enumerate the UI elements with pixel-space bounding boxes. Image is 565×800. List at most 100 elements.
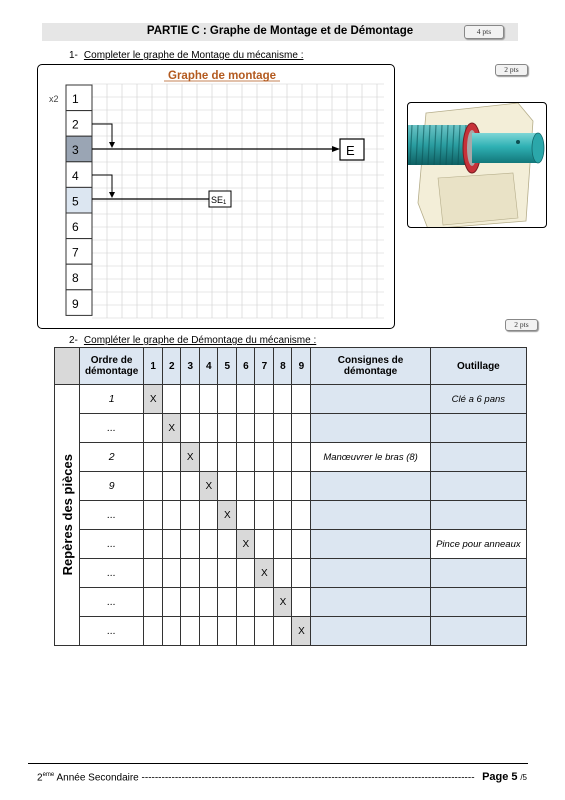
grid-cell[interactable] bbox=[180, 384, 201, 414]
grid-cell[interactable] bbox=[180, 558, 201, 588]
grid-cell[interactable] bbox=[217, 558, 238, 588]
grid-cell[interactable] bbox=[254, 384, 275, 414]
grid-cell[interactable] bbox=[199, 616, 219, 646]
outil-cell[interactable] bbox=[429, 587, 528, 617]
grid-cell[interactable] bbox=[236, 413, 256, 443]
grid-cell[interactable] bbox=[199, 529, 219, 559]
order-cell[interactable]: ... bbox=[79, 500, 145, 530]
grid-cell[interactable] bbox=[180, 500, 201, 530]
grid-cell[interactable] bbox=[236, 471, 256, 501]
grid-cell[interactable] bbox=[254, 500, 275, 530]
outil-cell[interactable] bbox=[429, 616, 528, 646]
grid-cell[interactable] bbox=[291, 587, 312, 617]
consigne-cell[interactable] bbox=[310, 558, 431, 588]
order-cell[interactable]: ... bbox=[79, 587, 145, 617]
outil-cell[interactable]: Clé a 6 pans bbox=[429, 384, 528, 414]
grid-cell[interactable] bbox=[273, 471, 293, 501]
grid-cell[interactable] bbox=[254, 413, 275, 443]
outil-cell[interactable] bbox=[429, 442, 528, 472]
grid-cell[interactable] bbox=[291, 471, 312, 501]
grid-cell[interactable] bbox=[217, 529, 238, 559]
grid-cell[interactable] bbox=[236, 442, 256, 472]
grid-cell[interactable] bbox=[199, 587, 219, 617]
order-cell[interactable]: ... bbox=[79, 529, 145, 559]
grid-cell[interactable] bbox=[162, 558, 182, 588]
consigne-cell[interactable] bbox=[310, 384, 431, 414]
grid-cell[interactable] bbox=[254, 442, 275, 472]
grid-cell[interactable] bbox=[162, 384, 182, 414]
grid-cell[interactable] bbox=[162, 471, 182, 501]
grid-cell[interactable] bbox=[273, 384, 293, 414]
grid-cell[interactable] bbox=[217, 587, 238, 617]
consigne-cell[interactable] bbox=[310, 500, 431, 530]
grid-cell[interactable] bbox=[199, 384, 219, 414]
grid-cell[interactable] bbox=[236, 500, 256, 530]
grid-cell[interactable] bbox=[143, 587, 164, 617]
grid-cell[interactable] bbox=[291, 558, 312, 588]
grid-cell[interactable] bbox=[143, 616, 164, 646]
order-cell[interactable]: 1 bbox=[79, 384, 145, 414]
outil-cell[interactable] bbox=[429, 471, 528, 501]
outil-cell[interactable] bbox=[429, 413, 528, 443]
consigne-cell[interactable] bbox=[310, 587, 431, 617]
grid-cell[interactable] bbox=[273, 616, 293, 646]
order-cell[interactable]: 2 bbox=[79, 442, 145, 472]
grid-cell[interactable] bbox=[217, 384, 238, 414]
grid-cell[interactable] bbox=[291, 442, 312, 472]
grid-cell[interactable] bbox=[254, 616, 275, 646]
grid-cell[interactable] bbox=[217, 413, 238, 443]
grid-cell[interactable] bbox=[180, 529, 201, 559]
outil-cell[interactable] bbox=[429, 558, 528, 588]
grid-cell[interactable] bbox=[180, 587, 201, 617]
outil-cell[interactable] bbox=[429, 500, 528, 530]
grid-cell[interactable] bbox=[143, 529, 164, 559]
grid-cell[interactable] bbox=[162, 442, 182, 472]
grid-cell[interactable] bbox=[162, 500, 182, 530]
consigne-cell[interactable] bbox=[310, 616, 431, 646]
grid-cell[interactable] bbox=[162, 529, 182, 559]
consigne-cell[interactable] bbox=[310, 529, 431, 559]
grid-cell[interactable] bbox=[273, 529, 293, 559]
grid-cell[interactable] bbox=[254, 471, 275, 501]
header-col-6: 6 bbox=[236, 347, 256, 385]
grid-cell[interactable] bbox=[180, 413, 201, 443]
grid-cell[interactable] bbox=[180, 471, 201, 501]
grid-cell[interactable] bbox=[143, 471, 164, 501]
grid-cell[interactable] bbox=[236, 558, 256, 588]
grid-cell[interactable] bbox=[273, 558, 293, 588]
grid-cell[interactable] bbox=[143, 558, 164, 588]
grid-cell[interactable] bbox=[199, 558, 219, 588]
grid-cell[interactable] bbox=[143, 442, 164, 472]
consigne-cell[interactable] bbox=[310, 413, 431, 443]
grid-cell[interactable] bbox=[180, 616, 201, 646]
grid-cell[interactable] bbox=[273, 413, 293, 443]
grid-cell[interactable] bbox=[217, 471, 238, 501]
grid-cell[interactable] bbox=[273, 500, 293, 530]
order-cell[interactable]: ... bbox=[79, 413, 145, 443]
grid-cell[interactable] bbox=[254, 587, 275, 617]
grid-cell[interactable] bbox=[291, 413, 312, 443]
consigne-cell[interactable]: Manœuvrer le bras (8) bbox=[310, 442, 431, 472]
grid-cell[interactable] bbox=[273, 442, 293, 472]
grid-cell[interactable] bbox=[291, 500, 312, 530]
grid-cell[interactable] bbox=[217, 616, 238, 646]
grid-cell[interactable] bbox=[291, 529, 312, 559]
order-cell[interactable]: ... bbox=[79, 558, 145, 588]
grid-cell[interactable] bbox=[236, 587, 256, 617]
grid-cell[interactable] bbox=[217, 442, 238, 472]
grid-cell[interactable] bbox=[162, 616, 182, 646]
consigne-cell[interactable] bbox=[310, 471, 431, 501]
order-cell[interactable]: ... bbox=[79, 616, 145, 646]
grid-cell[interactable] bbox=[143, 413, 164, 443]
grid-cell[interactable] bbox=[162, 587, 182, 617]
grid-cell[interactable] bbox=[199, 500, 219, 530]
grid-cell[interactable] bbox=[254, 529, 275, 559]
grid-cell[interactable] bbox=[236, 616, 256, 646]
grid-cell[interactable] bbox=[143, 500, 164, 530]
grid-cell[interactable] bbox=[291, 384, 312, 414]
grid-cell[interactable] bbox=[236, 384, 256, 414]
grid-cell[interactable] bbox=[199, 413, 219, 443]
outil-cell[interactable]: Pince pour anneaux bbox=[429, 529, 528, 559]
order-cell[interactable]: 9 bbox=[79, 471, 145, 501]
grid-cell[interactable] bbox=[199, 442, 219, 472]
